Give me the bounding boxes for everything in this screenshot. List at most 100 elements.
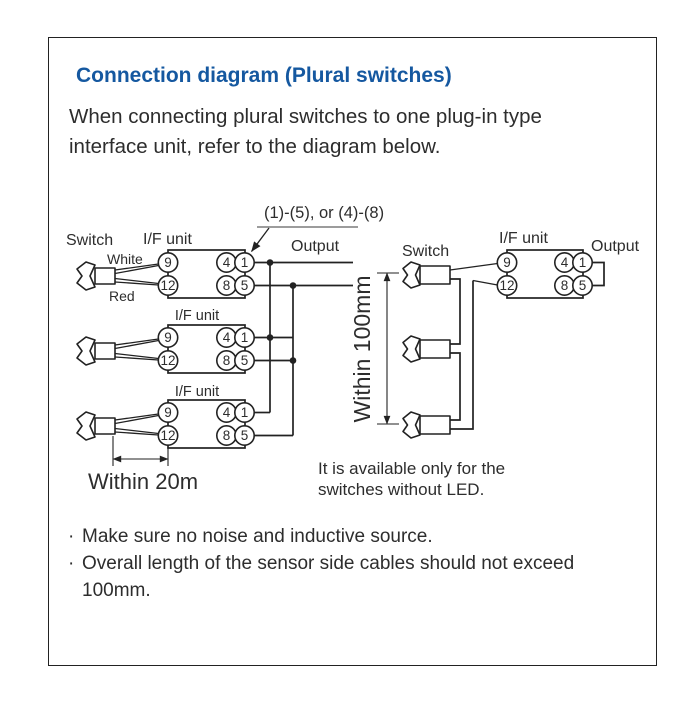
switch-plug-icon <box>76 411 96 441</box>
annotation-arrow <box>250 227 270 252</box>
right-output-label: Output <box>591 238 640 255</box>
if-unit-box <box>506 249 584 299</box>
pin-12-label: 12 <box>160 353 175 368</box>
pin-4-label: 4 <box>223 255 231 270</box>
right-ifunit-label: I/F unit <box>499 230 548 247</box>
wire-to-pin9 <box>449 262 498 271</box>
if-unit-left-1: 9 12 4 1 8 5 <box>76 249 256 299</box>
pin-9 <box>157 252 179 274</box>
if-unit-right: 9 12 4 1 8 5 <box>496 249 605 299</box>
pin-5-label: 5 <box>241 278 249 293</box>
bullet-glyph: · <box>68 526 75 547</box>
switch-body <box>94 267 116 285</box>
switch-body <box>94 417 116 435</box>
pin-12-label: 12 <box>160 428 175 443</box>
junction-dot <box>266 334 274 341</box>
pin-9 <box>157 401 179 423</box>
pin-12 <box>157 424 179 446</box>
pin-8-label: 8 <box>223 353 231 368</box>
right-series-wiring <box>449 262 498 430</box>
pin-9-label: 9 <box>503 255 511 270</box>
pin-12 <box>157 349 179 371</box>
if-unit-box <box>167 324 246 374</box>
intro-paragraph: When connecting plural switches to one p… <box>69 102 542 162</box>
pin-1-label: 1 <box>579 255 587 270</box>
switch-body <box>419 339 451 359</box>
red-wire <box>114 277 159 286</box>
output-bracket <box>592 261 605 287</box>
white-wire <box>114 338 159 350</box>
pin-9-label: 9 <box>164 255 172 270</box>
pin-4-label: 4 <box>223 405 231 420</box>
note-item-2: · Overall length of the sensor side cabl… <box>68 550 574 577</box>
left-ifunit-label-3: I/F unit <box>175 384 219 400</box>
pin-range-annotation: (1)-(5), or (4)-(8) <box>264 204 384 222</box>
note-item-1-text: Make sure no noise and inductive source. <box>82 526 433 547</box>
pin-5-label: 5 <box>241 353 249 368</box>
pin-12 <box>496 274 518 296</box>
right-note-line-1: It is available only for the <box>318 459 505 478</box>
pin-9 <box>496 252 518 274</box>
right-switch-3 <box>402 411 451 439</box>
red-wire <box>114 427 159 436</box>
if-unit-left-3: 9 12 4 1 8 5 <box>76 399 256 449</box>
junction-dot <box>289 357 297 364</box>
pin-9-label: 9 <box>164 330 172 345</box>
pin-5-label: 5 <box>241 428 249 443</box>
hanging-indent-spacer <box>68 577 82 604</box>
pin-4-label: 4 <box>561 255 569 270</box>
bullet-glyph: · <box>68 553 75 574</box>
section-title: Connection diagram (Plural switches) <box>76 64 452 87</box>
content-border-frame <box>48 37 657 666</box>
white-wire <box>114 263 159 275</box>
pin-12-label: 12 <box>160 278 175 293</box>
left-output-bus <box>254 259 353 437</box>
red-wire <box>114 352 159 361</box>
pin-8-label: 8 <box>561 278 569 293</box>
switch-plug-icon <box>402 261 421 289</box>
pin-1-label: 1 <box>241 405 249 420</box>
series-link-1 <box>450 278 461 345</box>
pin-5-label: 5 <box>579 278 587 293</box>
switch-body <box>419 265 451 285</box>
pin-12 <box>157 274 179 296</box>
left-switch-label: Switch <box>66 232 113 249</box>
switch-body <box>419 415 451 435</box>
pin-1-label: 1 <box>241 330 249 345</box>
right-switch-1 <box>402 261 451 289</box>
intro-line-2: interface unit, refer to the diagram bel… <box>69 135 441 158</box>
pin-12-label: 12 <box>499 278 514 293</box>
pin-9-label: 9 <box>164 405 172 420</box>
pin-8-label: 8 <box>223 428 231 443</box>
note-item-2-line-1: Overall length of the sensor side cables… <box>82 553 575 574</box>
right-note-line-2: switches without LED. <box>318 480 484 499</box>
intro-line-1: When connecting plural switches to one p… <box>69 105 542 128</box>
left-ifunit-label-2: I/F unit <box>175 308 219 324</box>
within-100mm-dimension: Within 100mm <box>349 272 399 425</box>
note-item-2-continuation: 100mm. <box>68 577 574 604</box>
pin-9 <box>157 326 179 348</box>
note-item-1: · Make sure no noise and inductive sourc… <box>68 523 574 550</box>
white-wire <box>114 413 159 425</box>
right-switch-label: Switch <box>402 243 449 260</box>
within-100mm-label: Within 100mm <box>349 276 375 423</box>
white-wire-label: White <box>107 251 143 267</box>
switch-plug-icon <box>402 411 421 439</box>
left-ifunit-label-1: I/F unit <box>143 231 192 248</box>
series-link-2 <box>450 352 461 421</box>
if-unit-box <box>167 399 246 449</box>
right-switch-2 <box>402 335 451 363</box>
switch-plug-icon <box>402 335 421 363</box>
junction-dot <box>289 282 297 289</box>
pin-8-label: 8 <box>223 278 231 293</box>
switch-plug-icon <box>76 261 96 291</box>
wire-to-pin12 <box>472 279 498 286</box>
switch-plug-icon <box>76 336 96 366</box>
notes-list: · Make sure no noise and inductive sourc… <box>68 523 574 604</box>
within-20m-dimension: Within 20m <box>88 436 198 494</box>
red-wire-label: Red <box>109 288 135 304</box>
note-item-2-line-2: 100mm. <box>82 580 151 601</box>
series-return-line <box>450 280 474 430</box>
